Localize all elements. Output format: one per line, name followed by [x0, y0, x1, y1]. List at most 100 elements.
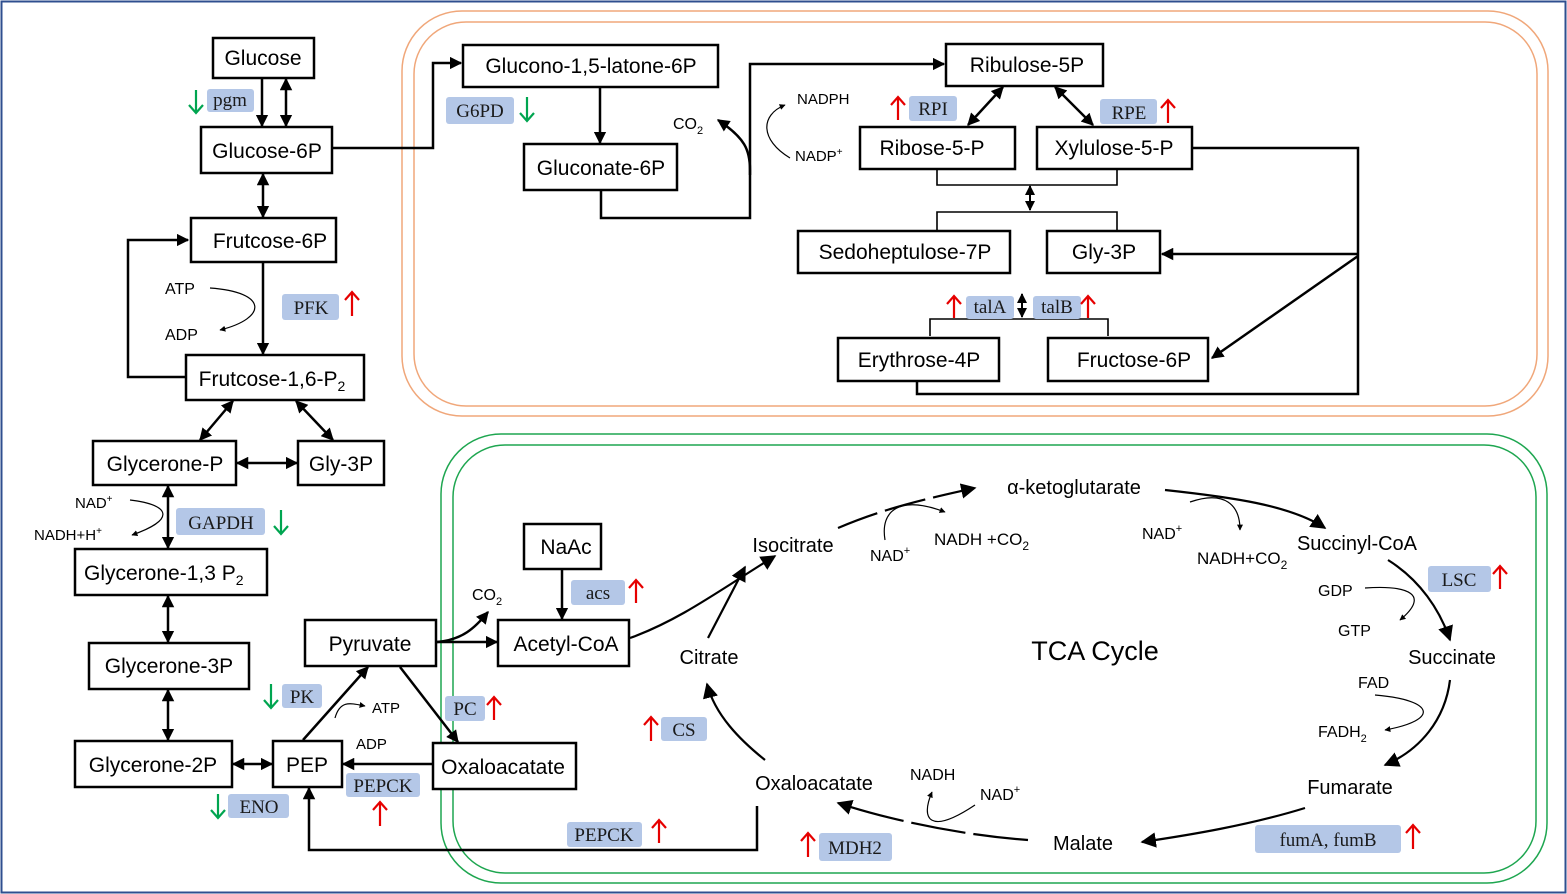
svg-text:NAD+: NAD+ — [1142, 523, 1182, 543]
tca-title: TCA Cycle — [1031, 636, 1159, 666]
tala-up-arrow — [946, 294, 962, 318]
enzyme-cs: CS — [672, 720, 695, 741]
metabolite-sedoheptulose-7p: Sedoheptulose-7P — [819, 241, 992, 264]
metabolite-gly-3p-left: Gly-3P — [309, 453, 373, 476]
gapdh-down-arrow — [273, 510, 289, 536]
metabolite-xylulose-5p: Xylulose-5-P — [1054, 137, 1173, 160]
enzyme-mdh2: MDH2 — [828, 838, 882, 859]
cofactor-co2-ppp: CO — [673, 116, 697, 133]
cofactor-nad-akg: NAD — [1142, 526, 1176, 543]
enzyme-rpi: RPI — [918, 99, 948, 120]
cofactor-fad: FAD — [1358, 675, 1389, 692]
enzyme-acs: acs — [586, 583, 610, 604]
pc-up-arrow — [486, 695, 502, 720]
svg-text:NAD+: NAD+ — [980, 784, 1020, 804]
svg-text:FADH2: FADH2 — [1318, 724, 1367, 745]
cofactor-fadh2: FADH — [1318, 724, 1361, 741]
pgm-down-arrow — [188, 90, 204, 115]
svg-text:NADP+: NADP+ — [795, 147, 843, 165]
tca-fumarate: Fumarate — [1307, 777, 1393, 799]
lsc-up-arrow — [1492, 564, 1508, 589]
enzyme-pgm: pgm — [213, 90, 247, 111]
cofactor-atp-2: ATP — [372, 700, 400, 717]
cofactor-nad-iso: NAD — [870, 548, 904, 565]
metabolite-glycerone-1-3-p2: Glycerone-1,3 P — [84, 562, 236, 585]
cofactor-atp-1: ATP — [165, 281, 195, 298]
cofactor-gdp: GDP — [1318, 583, 1353, 600]
pfk-up-arrow — [344, 290, 360, 316]
metabolite-erythrose-4p: Erythrose-4P — [858, 349, 981, 372]
reaction-arrows — [126, 56, 1453, 852]
pepck1-up-arrow — [372, 800, 388, 826]
ppp-boxes: Glucono-1,5-latone-6P Gluconate-6P Ribul… — [461, 42, 1210, 383]
svg-text:NADH+H+: NADH+H+ — [34, 526, 102, 544]
metabolite-fructose-6p: Frutcose-6P — [213, 230, 327, 253]
enzyme-pfk: PFK — [294, 298, 329, 319]
fum-up-arrow — [1405, 823, 1421, 849]
metabolite-naac: NaAc — [540, 536, 591, 559]
enzyme-g6pd: G6PD — [456, 101, 504, 122]
cofactor-nadp: NADP — [795, 148, 837, 165]
enzyme-talb: talB — [1041, 297, 1073, 318]
svg-text:Frutcose-1,6-P2: Frutcose-1,6-P2 — [199, 368, 346, 394]
tca-isocitrate: Isocitrate — [752, 535, 833, 557]
cofactor-nadh-mal: NADH — [910, 767, 955, 784]
enzyme-pepck-1: PEPCK — [353, 776, 412, 797]
enzyme-pepck-2: PEPCK — [574, 825, 633, 846]
metabolite-glucose-6p: Glucose-6P — [212, 140, 322, 163]
tca-oxaloacetate: Oxaloacatate — [755, 773, 873, 795]
enzyme-pc: PC — [453, 699, 476, 720]
pepck2-up-arrow — [651, 818, 667, 843]
rpe-up-arrow — [1160, 98, 1176, 123]
metabolite-ribose-5p: Ribose-5-P — [879, 137, 984, 160]
cofactor-nadh-co2-iso: NADH +CO — [934, 530, 1022, 549]
metabolite-glycerone-3p: Glycerone-3P — [105, 655, 233, 678]
enzyme-lsc: LSC — [1442, 570, 1477, 591]
acs-up-arrow — [628, 578, 644, 603]
metabolite-oxaloacetate-box: Oxaloacatate — [441, 756, 565, 779]
svg-text:NADH+CO2: NADH+CO2 — [1197, 549, 1288, 572]
cofactor-nadh-co2-akg: NADH+CO — [1197, 549, 1281, 568]
tca-labels: TCA Cycle Citrate Isocitrate α-ketogluta… — [680, 477, 1496, 855]
regulation-arrows — [188, 90, 1508, 857]
cofactor-nad-plus: NAD — [75, 495, 107, 512]
tca-region — [440, 433, 1548, 884]
cofactor-nadh-h: NADH+H — [34, 527, 96, 544]
cofactor-labels: ATP ADP NAD+ NADH+H+ ATP ADP CO2 CO2 NAD… — [34, 91, 1389, 804]
enzyme-labels: pgm PFK GAPDH PK ENO PEPCK PC acs PEPCK … — [176, 89, 1491, 861]
metabolite-glycerone-p: Glycerone-P — [107, 453, 224, 476]
glycolysis-boxes: Glucose Glucose-6P Frutcose-6P Frutcose-… — [73, 36, 631, 791]
metabolite-gly-3p-ppp: Gly-3P — [1072, 241, 1136, 264]
eno-down-arrow — [210, 794, 226, 820]
svg-text:CO2: CO2 — [472, 587, 502, 608]
cofactor-co2-pyruvate: CO — [472, 587, 496, 604]
g6pd-down-arrow — [519, 97, 535, 123]
metabolite-fructose-6p-ppp: Fructose-6P — [1077, 349, 1191, 372]
svg-text:NAD+: NAD+ — [870, 545, 910, 565]
talb-up-arrow — [1080, 294, 1096, 318]
tca-succinyl-coa: Succinyl-CoA — [1297, 533, 1418, 555]
svg-text:NAD+: NAD+ — [75, 494, 113, 512]
cofactor-adp-1: ADP — [165, 327, 198, 344]
tca-alpha-ketoglutarate: α-ketoglutarate — [1007, 477, 1141, 499]
tca-malate: Malate — [1053, 833, 1113, 855]
tca-succinate: Succinate — [1408, 647, 1496, 669]
metabolite-fructose-1-6-p2: Frutcose-1,6-P — [199, 368, 338, 391]
metabolite-pep: PEP — [286, 754, 328, 777]
metabolite-pyruvate: Pyruvate — [329, 633, 412, 656]
cs-up-arrow — [643, 715, 659, 741]
metabolite-gluconate-6p: Gluconate-6P — [537, 157, 665, 180]
enzyme-rpe: RPE — [1112, 103, 1147, 124]
enzyme-tala: talA — [974, 297, 1007, 318]
cofactor-adp-2: ADP — [356, 736, 387, 753]
cofactor-gtp: GTP — [1338, 623, 1371, 640]
metabolite-ribulose-5p: Ribulose-5P — [970, 54, 1084, 77]
metabolite-glucose: Glucose — [224, 47, 301, 70]
metabolite-glucono-lactone-6p: Glucono-1,5-latone-6P — [485, 55, 696, 78]
enzyme-eno: ENO — [239, 797, 278, 818]
tca-citrate: Citrate — [680, 647, 739, 669]
enzyme-pk: PK — [290, 687, 315, 708]
svg-text:CO2: CO2 — [673, 116, 703, 137]
